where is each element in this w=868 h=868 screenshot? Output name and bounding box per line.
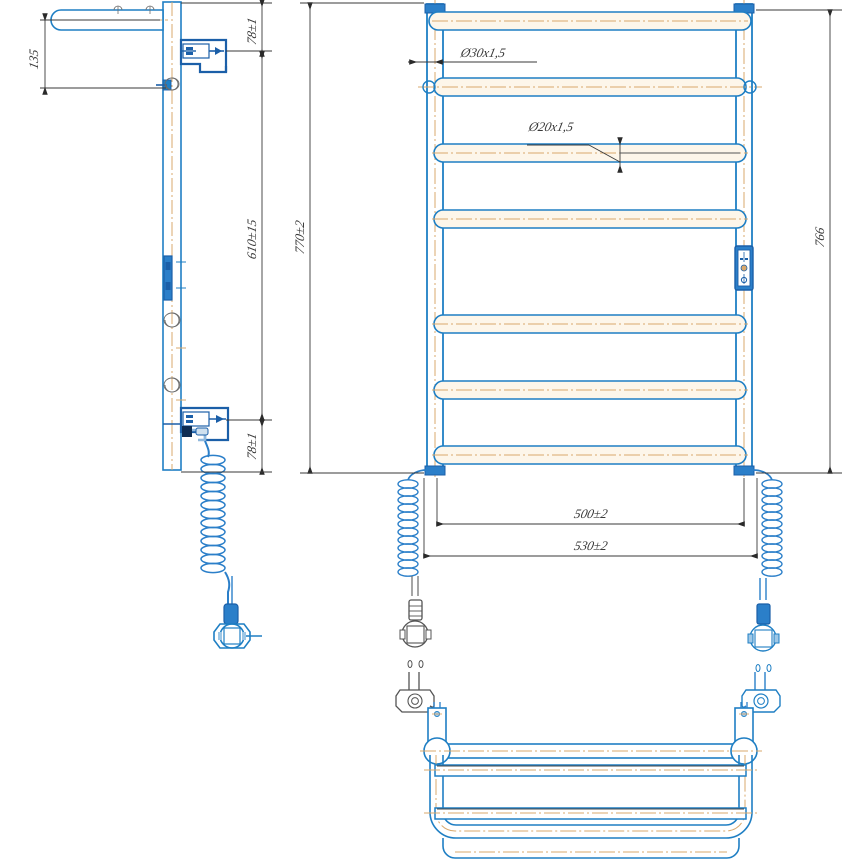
side-power-plug bbox=[213, 603, 262, 649]
side-top-rung bbox=[50, 5, 168, 31]
side-main-post bbox=[162, 1, 182, 471]
front-right-post bbox=[733, 0, 755, 480]
side-view-group bbox=[50, 1, 262, 649]
front-rung-3 bbox=[432, 143, 748, 163]
side-power-cord bbox=[200, 440, 233, 604]
plan-rung-b bbox=[424, 807, 758, 820]
front-left-cord bbox=[397, 469, 428, 596]
front-right-cord bbox=[752, 469, 783, 600]
front-rung-6 bbox=[432, 380, 748, 400]
dimension-group bbox=[40, 0, 842, 559]
dimension-text-group: 135 78±1 610±15 78±1 770±2 766 Ø30x1,5 Ø… bbox=[26, 16, 827, 553]
front-rung-1 bbox=[428, 11, 752, 31]
side-bottom-bracket bbox=[163, 406, 230, 442]
dim-78-bottom: 78±1 bbox=[244, 431, 259, 461]
front-center-plug bbox=[399, 599, 432, 668]
plan-top-bar bbox=[420, 737, 762, 765]
dim-766: 766 bbox=[812, 225, 827, 248]
dim-770: 770±2 bbox=[292, 219, 307, 256]
plan-rung-a bbox=[424, 764, 758, 777]
side-rung-ends bbox=[163, 312, 181, 393]
side-tick-marks bbox=[176, 258, 186, 401]
dim-78-top: 78±1 bbox=[244, 16, 259, 46]
front-view-group bbox=[397, 0, 783, 672]
plan-bottom-rail bbox=[442, 838, 740, 859]
dim-dia-20: Ø20x1,5 bbox=[526, 119, 575, 134]
side-top-bracket bbox=[179, 38, 228, 74]
side-screw-upper bbox=[156, 77, 180, 91]
dim-135: 135 bbox=[26, 47, 41, 70]
dim-530: 530±2 bbox=[573, 538, 610, 553]
front-rung-2 bbox=[418, 77, 762, 97]
front-rung-7 bbox=[432, 445, 748, 465]
bottom-plan-view-group bbox=[395, 672, 781, 859]
dim-500: 500±2 bbox=[573, 506, 610, 521]
front-left-post bbox=[424, 0, 446, 480]
dim-dia-30: Ø30x1,5 bbox=[458, 45, 507, 60]
front-rung-5 bbox=[432, 314, 748, 334]
front-right-plug bbox=[747, 603, 780, 672]
front-control-module bbox=[734, 245, 754, 291]
dim-610: 610±15 bbox=[244, 217, 259, 260]
front-rung-4 bbox=[432, 209, 748, 229]
side-control-module bbox=[163, 255, 173, 301]
